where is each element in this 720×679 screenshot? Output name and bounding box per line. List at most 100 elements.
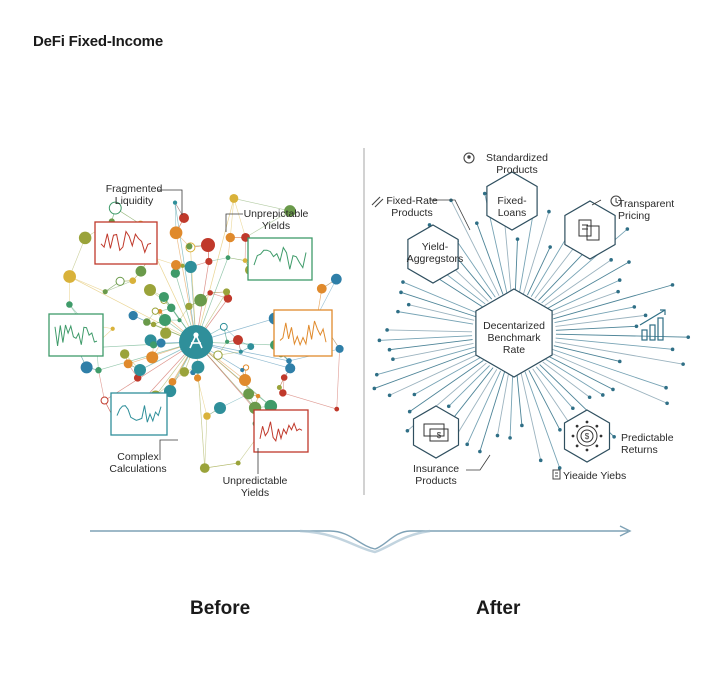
network-link — [204, 462, 239, 469]
network-node — [191, 360, 205, 374]
ray-endpoint — [446, 404, 451, 409]
network-node — [177, 318, 182, 323]
ray-endpoint — [557, 466, 562, 470]
network-node — [225, 232, 235, 243]
jagged-yield-line — [279, 320, 327, 347]
benchmark-ray — [549, 279, 620, 313]
insurance-products-hexagon: $ — [412, 405, 460, 459]
gear-tooth-icon — [595, 424, 599, 428]
gear-tooth-icon — [599, 434, 603, 438]
transparent-pricing-hexagon-shape — [564, 200, 616, 260]
network-node — [95, 367, 102, 374]
ray-endpoint — [475, 221, 479, 225]
jagged-yield-line — [54, 324, 98, 346]
ray-endpoint — [617, 359, 622, 364]
yield-tag-icon — [552, 469, 561, 480]
cash-icon — [423, 423, 445, 437]
benchmark-ray — [392, 342, 474, 360]
network-node — [158, 291, 169, 303]
ray-endpoint — [374, 372, 379, 377]
network-node — [201, 238, 215, 252]
ray-endpoint — [670, 283, 675, 287]
network-node — [134, 364, 146, 376]
benchmark-ray — [518, 207, 535, 294]
benchmark-ray — [514, 239, 518, 294]
benchmark-ray — [456, 240, 496, 298]
ray-endpoint — [482, 191, 487, 196]
network-node — [219, 322, 228, 331]
benchmark-ray — [400, 291, 476, 318]
text-lines-icon — [582, 224, 588, 230]
network-node — [280, 374, 288, 381]
before-callout-lines — [158, 189, 259, 474]
ray-endpoint — [391, 357, 395, 362]
benchmark-ray — [553, 345, 620, 362]
predictable-returns-hexagon: $ — [563, 409, 611, 463]
network-link — [233, 198, 291, 212]
yield-chart-box — [247, 237, 313, 281]
ray-endpoint — [412, 392, 417, 397]
network-link — [98, 370, 105, 401]
network-node — [143, 318, 151, 326]
fixed-loans-label: Fixed- Loans — [497, 195, 527, 219]
ray-endpoint — [407, 409, 412, 414]
network-node — [247, 343, 255, 351]
hub-icon — [189, 332, 203, 349]
network-node — [156, 338, 166, 348]
ray-endpoint — [632, 305, 637, 309]
gear-tooth-icon — [571, 434, 575, 438]
jagged-yield-line — [100, 230, 152, 254]
benchmark-ray — [555, 333, 689, 338]
network-link — [229, 198, 235, 238]
before-label: Before — [190, 598, 251, 619]
benchmark-ray — [555, 314, 646, 327]
network-node — [335, 344, 344, 353]
network-node — [135, 265, 147, 277]
yield-chart-box — [48, 313, 104, 357]
network-node — [229, 193, 239, 203]
ray-endpoint — [406, 302, 411, 307]
ray-endpoint — [634, 324, 639, 329]
benchmark-ray — [479, 371, 506, 452]
benchmark-ray — [497, 372, 510, 436]
network-node — [334, 406, 340, 412]
network-link — [69, 237, 86, 277]
network-node — [129, 277, 137, 285]
growth-bars-icon — [639, 309, 666, 341]
network-node — [242, 258, 248, 263]
benchmark-ray — [379, 335, 473, 341]
benchmark-ray — [402, 281, 478, 314]
ray-endpoint — [538, 458, 543, 463]
network-link — [174, 202, 197, 343]
benchmark-rays — [372, 191, 691, 470]
ray-endpoint — [612, 434, 616, 439]
after-callout-lines — [430, 199, 602, 471]
network-link — [317, 279, 337, 316]
network-link — [104, 341, 197, 401]
ray-endpoint — [396, 309, 400, 314]
fixed-rate-products-label: Fixed-Rate Products — [386, 195, 438, 219]
yieald-yiebs-label: Yieaide Yiebs — [563, 470, 627, 482]
predictable-returns-label: Predictable Returns — [621, 432, 674, 456]
benchmark-ray — [554, 306, 635, 324]
unpredictable-yields-top-label: Unprepictable Yields — [243, 208, 309, 232]
transparent-pricing-icon — [610, 195, 622, 207]
network-node — [264, 399, 278, 413]
yield-aggregators-label: Yield- Aggregstors — [406, 241, 464, 265]
benchmark-ray — [448, 365, 490, 407]
network-node — [159, 314, 171, 326]
fragmented-liquidity-label: Fragmented Liquidity — [105, 183, 163, 207]
ray-endpoint — [664, 385, 668, 390]
yield-aggregators-hexagon — [407, 224, 459, 284]
yield-chart-box — [110, 392, 168, 436]
insurance-products-label: Insurance Products — [412, 463, 460, 487]
dollar-icon: $ — [437, 431, 442, 440]
standardized-products-label: Standardized Products — [486, 152, 548, 176]
network-node — [128, 310, 138, 321]
yield-chart-box — [94, 221, 158, 265]
network-node — [171, 260, 181, 270]
jagged-yield-line — [259, 421, 303, 442]
network-link — [69, 276, 106, 292]
product-hexagons: $$ — [407, 171, 616, 463]
